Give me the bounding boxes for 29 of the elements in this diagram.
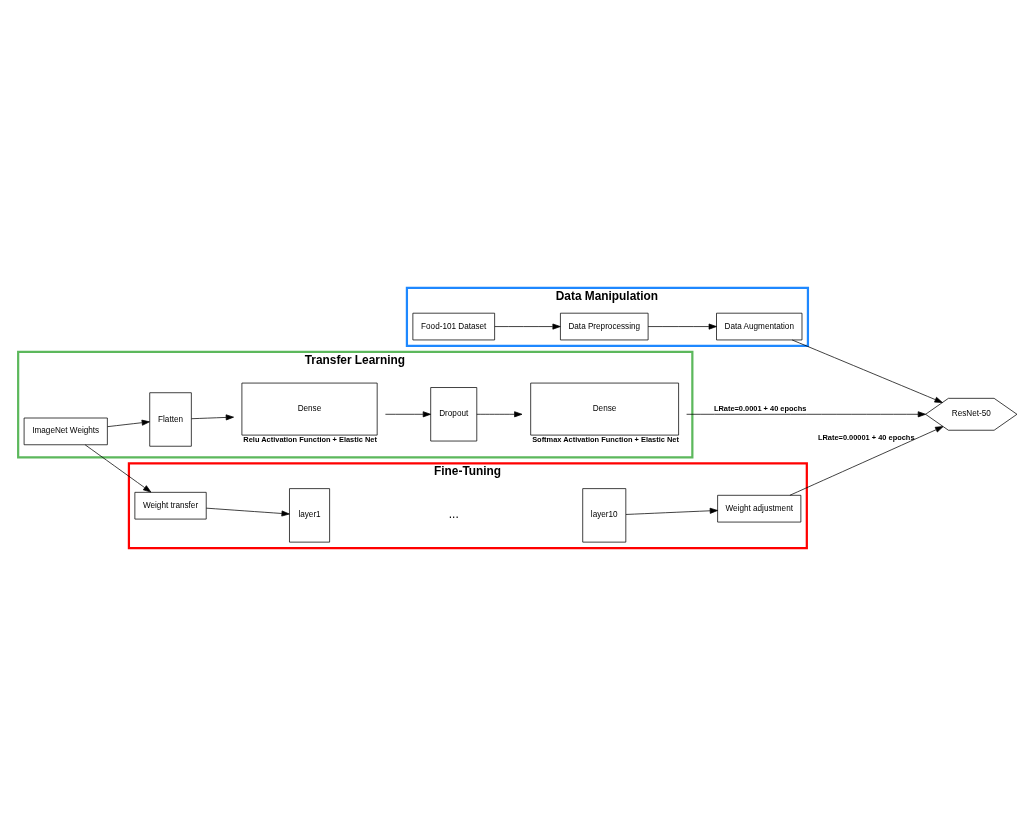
node-box: Weight transfer	[134, 491, 207, 520]
arrow	[494, 323, 561, 330]
node-box: Dropout	[430, 387, 478, 442]
arrow	[205, 507, 290, 517]
arrow	[791, 339, 943, 403]
node-label: Softmax Activation Function + Elastic Net	[532, 434, 679, 444]
node-box: Weight adjustment	[717, 494, 802, 523]
node-box: Flatten	[149, 392, 192, 447]
arrow	[789, 426, 944, 496]
node-box: layer1	[289, 488, 330, 543]
arrow	[647, 323, 717, 330]
label: ...	[448, 507, 459, 522]
arrow	[84, 444, 152, 493]
node-box: Food-101 Dataset	[412, 312, 495, 341]
edge-label: LRate=0.00001 + 40 epochs	[817, 432, 915, 442]
node-box: Dense	[530, 382, 679, 436]
arrow	[686, 411, 926, 418]
edge-label: LRate=0.0001 + 40 epochs	[713, 404, 807, 414]
node-box: Data Preprocessing	[560, 312, 649, 341]
arrow	[476, 411, 523, 418]
node-box: layer10	[582, 488, 627, 543]
arrow	[191, 414, 234, 421]
node-box: ImageNet Weights	[23, 417, 108, 446]
node-box: Dense	[241, 382, 378, 436]
arrow	[625, 507, 718, 515]
node-label: Relu Activation Function + Elastic Net	[243, 434, 377, 444]
node-box: Data Augmentation	[716, 312, 803, 341]
arrow	[385, 411, 431, 418]
arrow	[107, 419, 150, 427]
